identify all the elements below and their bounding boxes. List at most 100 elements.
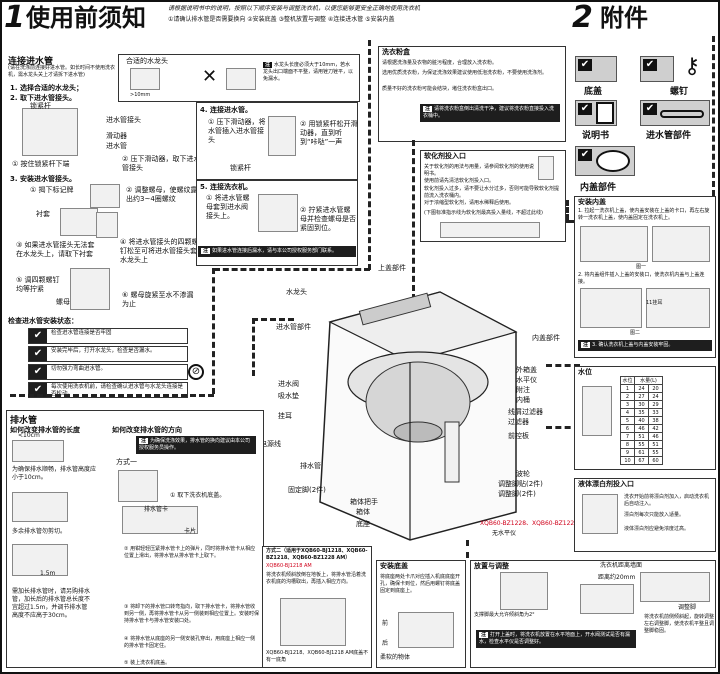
check-row-2: ✔安装完毕后，打开水龙头，检查是否漏水。: [28, 346, 188, 362]
water-level-title: 水位: [578, 368, 592, 376]
wl-cell: 5: [620, 416, 635, 425]
fig1-label: 图一: [636, 264, 647, 270]
intro-text: 请根据说明书中的说明，按照以下顺序安装与调整洗衣机，以便您能够更安全正确地使用洗…: [168, 5, 421, 12]
detergent-point-2: 选用优质洗衣粉，为保证洗涤效果建议使用低泡洗衣粉，不要使用洗涤剂。: [382, 70, 548, 76]
drain-w1s4: ④ 将排水管从底座的另一侧安装孔穿出，用底座上相应一侧的排水管卡固定住。: [124, 636, 256, 649]
label-faucet-no-flat: ③ 如果进水管接头无法套在水龙头上，请取下衬套: [16, 241, 95, 258]
inlet-title: 连接进水管: [8, 57, 54, 67]
section-number-1: 1: [4, 0, 25, 35]
guide-line: [212, 268, 215, 394]
accessory-label: 螺钉: [670, 87, 689, 97]
inner-lid-fig2b: [646, 288, 710, 328]
label-cabinet: 箱体: [356, 508, 370, 516]
base-soft: 柔软的物体: [380, 654, 411, 661]
drain-clip-tab: 卡片: [184, 528, 197, 535]
ear-label: 11挂耳: [646, 300, 663, 306]
check-icon: ✔: [29, 365, 47, 379]
drain-clip-picture: [122, 506, 198, 534]
inner-lid-icon: [596, 150, 630, 172]
label-hanger: 挂耳: [278, 412, 292, 420]
base-front: 前: [382, 620, 389, 627]
step4-picture: [268, 116, 296, 156]
label-drain-pipe: 排水管: [300, 462, 321, 470]
label-lining: 衬套: [36, 210, 50, 218]
wl-cell: 42: [648, 424, 663, 433]
guide-line: [252, 318, 294, 321]
inner-lid-fig1b: [652, 226, 710, 262]
accessories-title: 附件: [600, 4, 648, 32]
drain-extend-picture: [12, 544, 68, 576]
washing-machine-drawing: [319, 291, 518, 541]
drain-w1s3: ③ 将卸下的排水管口转弯指向，取下排水管卡，将排水管收到另一侧，再将排水管卡从另…: [124, 604, 260, 624]
inlet-step1: 1. 选择合适的水龙头；: [10, 84, 83, 92]
check-icon: ✔: [578, 149, 592, 161]
steps-text: ①请确认排水管是否需要换向 ②安装底盖 ③整机放置与调整 ④连接进水管 ⑤安装内…: [168, 16, 395, 23]
guide-line: [712, 36, 715, 196]
label-inlet-valve: 进水阀: [278, 380, 299, 388]
label-s4b: ② 用锁紧杆松开滑动器，直到听到“咔哒”一声: [300, 120, 358, 146]
accessory-label: 内盖部件: [580, 183, 617, 193]
inner-lid-box: [574, 196, 716, 358]
step5-picture: [258, 194, 298, 232]
wl-cell: 4: [620, 408, 635, 417]
label-pulsator: 波轮: [516, 470, 530, 478]
guide-line: [566, 200, 569, 220]
drain-way2-cap: XQB60-BJ1218、XQB60-BJ1218 AM底盖不有一底角: [266, 650, 369, 663]
drain-h3-dim: 1.5m: [40, 570, 56, 577]
label-mark: ① 揭下标记牌: [30, 186, 74, 194]
guide-line: [252, 318, 255, 376]
wl-cell: 61: [634, 448, 649, 457]
wl-cell: 1: [620, 384, 635, 393]
wl-header-volume: 水量(L): [634, 376, 663, 385]
label-inlet-joint: 进水管接头: [106, 116, 141, 124]
check-icon: ✔: [29, 329, 47, 343]
check-icon: ✔: [643, 103, 657, 115]
wl-cell: 38: [648, 416, 663, 425]
bleach-point-2: 漂白剂每次只能放入适量。: [624, 512, 685, 518]
faucet-note: 注水龙头长度必须大于10mm，若水龙头出口端面不平整，请用锉刀锉平，以免漏水。: [260, 60, 356, 85]
detergent-point-1: 请根据洗涤量及衣物的脏污程度，合理放入洗衣粉。: [382, 60, 498, 66]
screw-icon: ⚷: [684, 54, 701, 79]
adjust-feet-picture: [640, 572, 710, 602]
drain-h2: 多余排水管勿剪切。: [12, 528, 67, 535]
softener-point-1: 关于软化剂的用法与用量，请参阅软化剂的使用说明书。: [424, 164, 535, 177]
wl-cell: 24: [634, 384, 649, 393]
base-cover-title: 安装底盖: [380, 562, 408, 570]
guide-line: [566, 220, 576, 223]
drain-clip-label: 排水管卡: [144, 506, 169, 513]
drain-dir-note: 注为确保洗涤效果，排水管的换向建议由本公司授权服务员操作。: [136, 436, 256, 454]
wl-cell: 29: [648, 400, 663, 409]
detergent-box: [378, 46, 566, 142]
check-title: 检查进水管安装状态：: [8, 317, 78, 325]
base-back: 后: [382, 640, 389, 647]
section-number-2: 2: [572, 0, 593, 35]
drain-way2: 方式二（适用于XQB60-BJ1218、XQB60-BZ1218、XQB60-B…: [266, 548, 368, 561]
softener-bottle-picture: [538, 156, 554, 180]
lining-picture: [60, 208, 98, 236]
inlet-subtitle: (请在洗涤前连接好进水管。如长时间不使用洗衣机，需水龙头关上才请拆下进水管): [8, 65, 115, 78]
leveling-right-title: 洗衣机距离墙面: [600, 562, 643, 569]
label-inner-tub: 内桶: [516, 396, 530, 404]
label-press-lever: ① 按住锁紧杆下端: [12, 160, 70, 168]
label-level: 水平仪: [516, 376, 537, 384]
inlet-step3: 3. 安装进水管接头。: [10, 175, 76, 183]
drain-w1s1: ① 取下洗衣机底盖。: [170, 492, 226, 499]
step4-box: [196, 102, 358, 180]
guide-line: [368, 40, 371, 270]
faucet-dim: >10mm: [130, 92, 151, 98]
detergent-note: 注请将洗衣粉盒倒出清洗干净，建议将洗衣粉直接投入洗衣桶中。: [420, 104, 560, 122]
label-handle: 箱体把手: [350, 498, 378, 506]
drain-h1: <10cm: [18, 432, 40, 439]
wl-cell: 8: [620, 440, 635, 449]
label-fixed-feet: 固定脚(2件): [288, 486, 326, 494]
page-title: 使用前须知: [26, 4, 146, 32]
drain-way2-text: 将洗衣机倾斜放倒在地板上，将排水管沿着洗衣机底的沟槽取出，再插入相应方向。: [266, 572, 367, 585]
wl-cell: 33: [648, 408, 663, 417]
label-filter: 过滤器: [508, 418, 529, 426]
softener-point-2: 使用前请先清洁软化剂投入口。: [424, 178, 495, 184]
tub-picture: [582, 386, 612, 436]
wl-cell: 40: [634, 416, 649, 425]
label-lint-filter: 线屑过滤器: [508, 408, 543, 416]
label-inlet-pipe: 进水管: [106, 142, 127, 150]
